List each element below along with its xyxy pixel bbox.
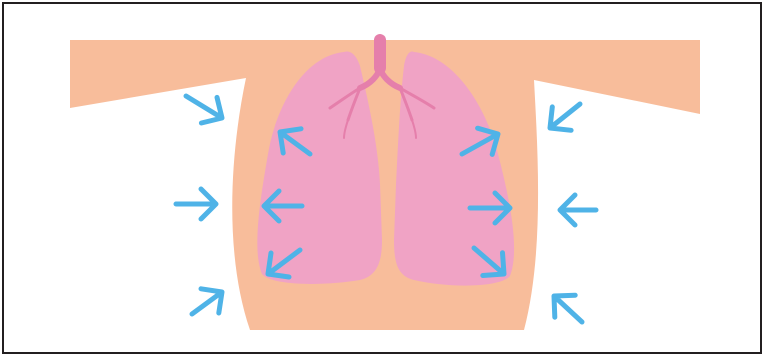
- outer-arrow-left-middle: [176, 189, 216, 219]
- breathing-diagram: [4, 4, 760, 352]
- outer-arrow-right-top: [550, 104, 580, 130]
- outer-arrow-left-bottom: [192, 289, 222, 314]
- outer-arrow-left-top: [186, 96, 222, 123]
- outer-arrow-right-middle: [560, 195, 596, 225]
- outer-arrow-right-bottom: [554, 295, 582, 322]
- body-torso: [70, 40, 700, 330]
